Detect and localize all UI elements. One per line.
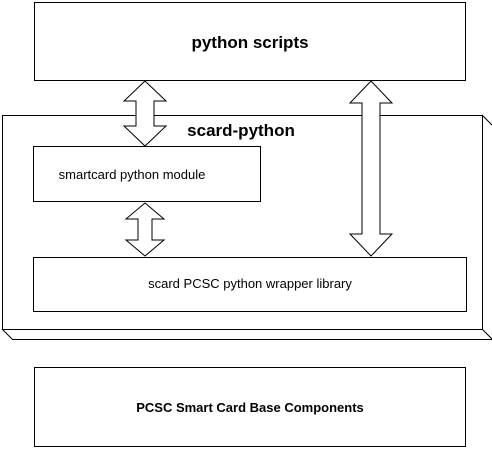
smartcard-module-box bbox=[33, 146, 261, 202]
pcsc-wrapper-label: scard PCSC python wrapper library bbox=[148, 276, 352, 291]
scard-python-label: scard-python bbox=[187, 121, 295, 140]
arrow-scripts-to-wrapper bbox=[348, 80, 394, 257]
python-scripts-box bbox=[34, 2, 466, 81]
pcsc-base-label: PCSC Smart Card Base Components bbox=[136, 400, 364, 415]
pcsc-base-box bbox=[34, 367, 466, 447]
arrow-scripts-to-module bbox=[122, 80, 168, 147]
arrow-module-to-wrapper bbox=[124, 202, 166, 257]
smartcard-module-label: smartcard python module bbox=[59, 167, 206, 182]
python-scripts-label: python scripts bbox=[191, 33, 308, 52]
pcsc-wrapper-box bbox=[33, 257, 467, 312]
